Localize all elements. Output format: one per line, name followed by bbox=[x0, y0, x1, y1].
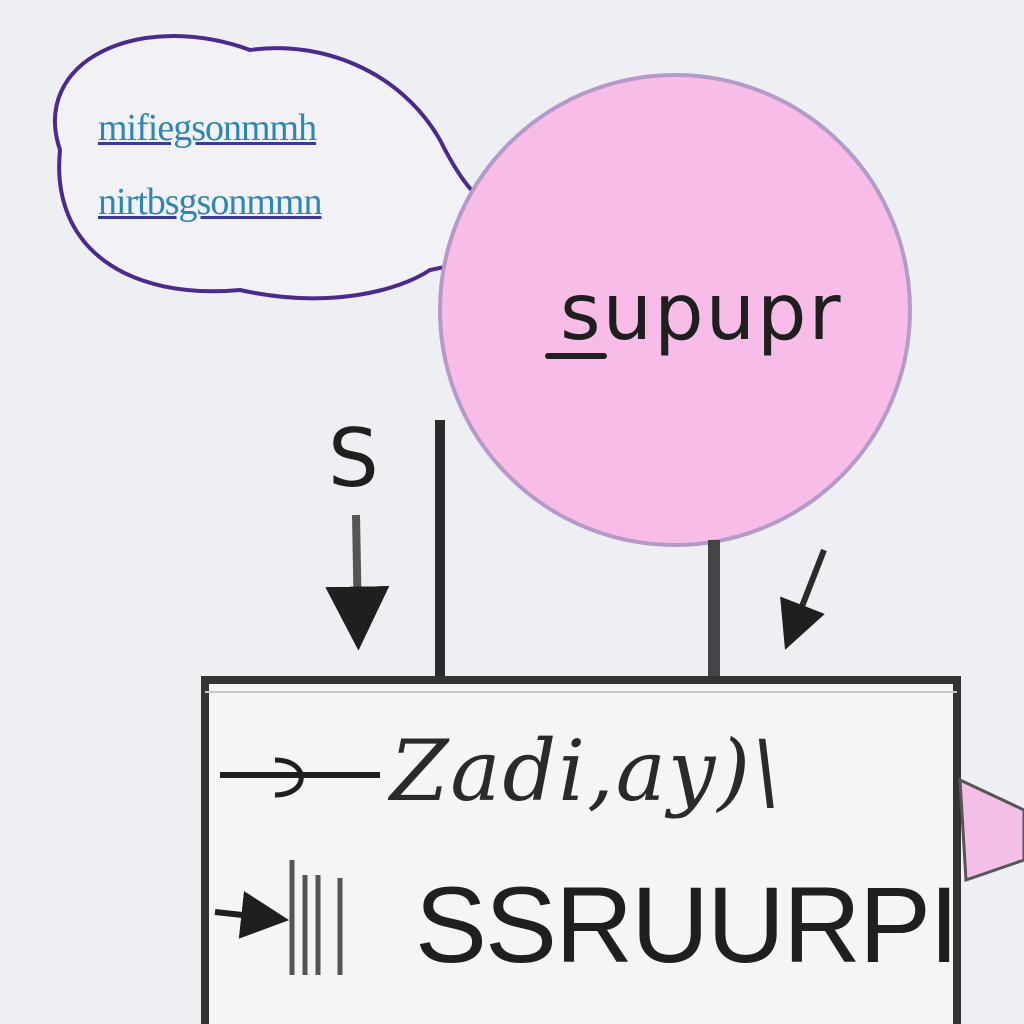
pink-circle-node bbox=[438, 73, 912, 547]
circle-label: supupr bbox=[560, 268, 843, 358]
pink-pointer bbox=[958, 777, 1024, 883]
box-main-text: SSRUURPI bbox=[415, 864, 959, 985]
down-arrow bbox=[325, 514, 390, 651]
bubble-text-line-2: nirtbsgsonmmn bbox=[98, 181, 322, 223]
bubble-text-line-1: mifiegsonmmh bbox=[98, 107, 317, 149]
box-arrow-bottom bbox=[214, 891, 290, 939]
box-arrow-top-curl bbox=[274, 757, 304, 798]
diagonal-arrow bbox=[780, 548, 827, 650]
side-label-s: S bbox=[328, 412, 379, 505]
box-scribble-text: Zadi,ay)\ bbox=[387, 722, 782, 820]
process-box bbox=[201, 676, 961, 1024]
scribble-bars bbox=[289, 860, 343, 975]
